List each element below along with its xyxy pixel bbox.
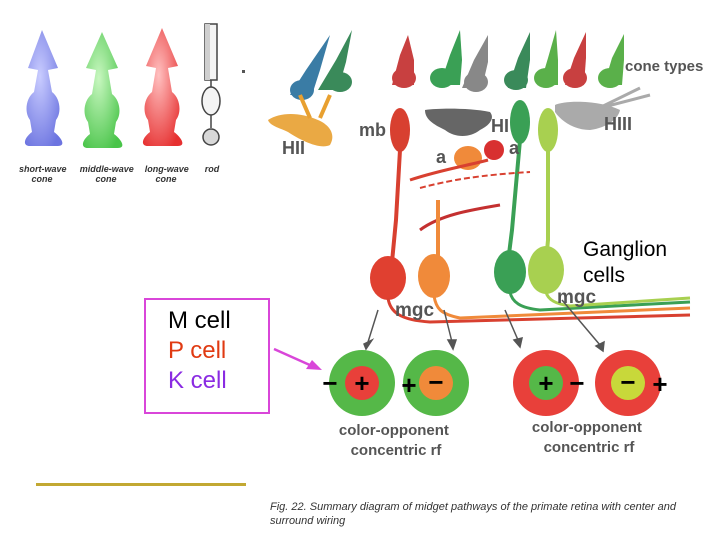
figure-caption: Fig. 22. Summary diagram of midget pathw… [270,501,676,527]
long-wave-cone-icon [142,28,183,146]
short-wave-cone-caption: short-wave cone [19,164,69,184]
a-label-left: a [436,147,447,167]
dot-mark [242,70,245,73]
cone-types-label: cone types [625,58,703,75]
mb-label: mb [359,120,386,140]
a-label-right: a [509,138,520,158]
hi-label: HI [491,116,509,136]
rf-3-green-center-red-surround [513,350,579,416]
p-cell-label: P cell [168,337,227,364]
rf-4-yellow-center-red-surround [595,350,661,416]
rf-2-orange-center-green-surround [403,350,469,416]
rf-4-center-sign: − [620,367,635,397]
middle-wave-cone-icon [82,32,123,148]
rf-3-surround-sign: − [569,368,584,398]
rf-2-center-sign: − [428,367,443,397]
rod-caption: rod [205,164,220,174]
rf-3-center-sign: + [538,368,553,398]
ganglion-cells-label: Ganglion cells [583,238,668,287]
rf-2-surround-sign: + [401,370,416,400]
rf-1-center-sign: + [354,368,369,398]
short-wave-cone-icon [24,30,63,146]
mgc-label-right: mgc [557,287,597,308]
magenta-pointer-arrow [273,347,322,370]
long-wave-cone-caption: long-wave cone [145,164,192,184]
rf-1-red-center-green-surround [329,350,395,416]
cell-type-box: M cell P cell K cell [144,298,270,414]
rod-icon [201,23,221,146]
divider-line [36,483,246,486]
rf-arrows [363,299,605,353]
cone-row [290,30,624,100]
rf-caption-left: color-opponent concentric rf [339,422,453,459]
horizontal-cells [268,86,651,147]
hiii-label: HIII [604,114,632,134]
hii-label: HII [282,138,305,158]
rf-1-surround-sign: − [322,368,337,398]
rf-caption-right: color-opponent concentric rf [532,419,646,456]
axon-bundle [386,291,691,324]
k-cell-label: K cell [168,367,227,394]
mgc-label-left: mgc [395,300,435,321]
middle-wave-cone-caption: middle-wave cone [80,164,137,184]
ganglion-cells [370,246,564,300]
m-cell-label: M cell [168,307,231,334]
rf-4-surround-sign: + [652,369,667,399]
